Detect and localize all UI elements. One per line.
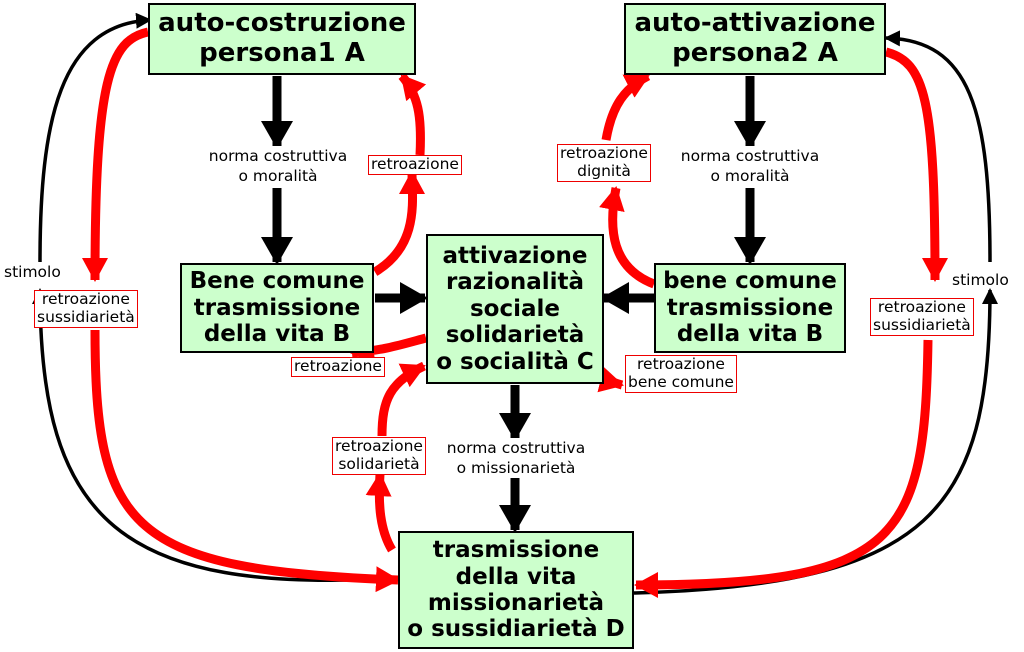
box-c-line-2: razionalità	[445, 269, 585, 296]
retro-sussidiarieta-right-label: retroazione sussidiarietà	[870, 298, 974, 336]
box-d-line-3: missionarietà	[427, 590, 605, 616]
feedback-c-to-b-right	[597, 367, 624, 393]
retro-solidarieta-label: retroazione solidarietà	[332, 437, 426, 475]
box-b-right-line-3: della vita B	[676, 321, 824, 348]
box-c-line-4: solidarietà	[445, 322, 585, 349]
feedback-b-right-to-a2	[599, 186, 656, 289]
box-c-line-1: attivazione	[442, 242, 588, 269]
retro-bene-comune-label: retroazione bene comune	[625, 355, 737, 393]
box-d: trasmissione della vita missionarietà o …	[398, 531, 634, 649]
retro-mid-left-label: retroazione	[291, 357, 385, 377]
box-b-left-line-1: Bene comune	[189, 268, 365, 295]
feedback-dignita-to-a2	[601, 72, 651, 141]
box-a-line-1: auto-costruzione	[158, 8, 406, 39]
norma-center-label: norma costruttiva o missionarietà	[426, 438, 606, 479]
feedback-d-to-solidarieta	[365, 472, 396, 553]
box-b-left-line-3: della vita B	[203, 321, 351, 348]
feedback-left-a-to-d	[82, 27, 150, 282]
feedback-b-left-to-a-upper	[398, 73, 427, 156]
feedback-b-left-to-a	[372, 170, 426, 276]
box-d-line-1: trasmissione	[432, 537, 600, 564]
box-d-line-2: della vita	[455, 563, 577, 590]
feedback-solidarieta-to-c	[377, 361, 426, 437]
box-a2: auto-attivazione persona2 A	[624, 3, 886, 75]
box-a-line-2: persona1 A	[199, 38, 365, 68]
feedback-right-a2-to-d	[884, 47, 948, 282]
box-b-left-line-2: trasmissione	[193, 294, 361, 321]
retro-top-left-label: retroazione	[368, 155, 462, 175]
box-d-line-4: o sussidiarietà D	[407, 616, 625, 643]
feedback-left-lower	[90, 329, 400, 593]
stimolo-loop-left	[32, 288, 399, 583]
box-a2-line-2: persona2 A	[672, 38, 838, 68]
stimolo-left-label: stimolo	[4, 263, 61, 281]
box-c: attivazione razionalità sociale solidari…	[426, 234, 604, 384]
stimolo-loop-right-upper	[884, 30, 992, 263]
retro-dignita-label: retroazione dignità	[557, 144, 651, 182]
box-b-right-line-2: trasmissione	[666, 294, 834, 321]
box-b-right-line-1: bene comune	[663, 268, 837, 295]
box-c-line-3: sociale	[469, 295, 560, 322]
box-a: auto-costruzione persona1 A	[148, 3, 416, 75]
stimolo-right-label: stimolo	[952, 271, 1009, 289]
norma-left-label: norma costruttiva o moralità	[188, 146, 368, 187]
box-b-right: bene comune trasmissione della vita B	[654, 263, 846, 353]
feedback-right-lower	[634, 339, 933, 598]
norma-right-label: norma costruttiva o moralità	[660, 146, 840, 187]
box-b-left: Bene comune trasmissione della vita B	[180, 263, 374, 353]
stimolo-loop-left-upper	[38, 12, 152, 263]
box-c-line-5: o socialità C	[436, 348, 594, 375]
retro-sussidiarieta-left-label: retroazione sussidiarietà	[34, 290, 138, 328]
box-a2-line-1: auto-attivazione	[634, 8, 876, 39]
